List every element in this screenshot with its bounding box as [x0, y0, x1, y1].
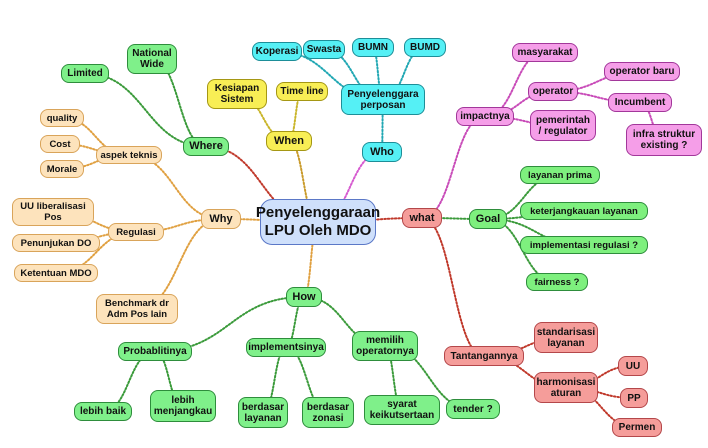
tantangan-node[interactable]: Tantangannya — [444, 346, 524, 366]
national-wide-node[interactable]: National Wide — [127, 44, 177, 74]
bumn-node[interactable]: BUMN — [352, 38, 394, 57]
memilih-operator-node[interactable]: memilih operatornya — [352, 331, 418, 361]
when-node[interactable]: When — [266, 131, 312, 151]
pp-node[interactable]: PP — [620, 388, 648, 408]
operator-node[interactable]: operator — [528, 82, 578, 101]
masyarakat-node[interactable]: masyarakat — [512, 43, 578, 62]
koperasi-node[interactable]: Koperasi — [252, 42, 302, 61]
link-limited-node — [84, 72, 207, 148]
lebih-baik-node[interactable]: lebih baik — [74, 402, 132, 421]
link-tantangan-node — [421, 217, 485, 357]
goal-node[interactable]: Goal — [469, 209, 507, 229]
aspek-teknis-node[interactable]: aspek teknis — [96, 146, 162, 164]
uu-node[interactable]: UU — [618, 356, 648, 376]
timeline-node[interactable]: Time line — [276, 82, 328, 101]
impactnya-node[interactable]: impactnya — [456, 107, 514, 126]
kesiapan-sistem-node[interactable]: Kesiapan Sistem — [207, 79, 267, 109]
standarisasi-node[interactable]: standarisasi layanan — [534, 322, 598, 353]
keterjangkauan-node[interactable]: keterjangkauan layanan — [520, 202, 648, 220]
central-topic[interactable]: Penyelenggaraan LPU Oleh MDO — [256, 199, 380, 245]
bumd-node[interactable]: BUMD — [404, 38, 446, 57]
who-node[interactable]: Who — [362, 142, 402, 162]
operator-baru-node[interactable]: operator baru — [604, 62, 680, 81]
morale-node[interactable]: Morale — [40, 160, 84, 178]
incumbent-node[interactable]: Incumbent — [608, 93, 672, 112]
where-node[interactable]: Where — [183, 137, 229, 156]
quality-node[interactable]: quality — [40, 109, 84, 127]
how-node[interactable]: How — [286, 287, 322, 307]
fairness-node[interactable]: fairness ? — [526, 273, 588, 291]
central-topic-line1: Penyelenggaraan — [255, 204, 381, 221]
benchmark-node[interactable]: Benchmark dr Adm Pos lain — [96, 294, 178, 324]
link-impactnya-node — [421, 115, 486, 219]
penyelenggara-perposan-node[interactable]: Penyelenggara perposan — [341, 84, 425, 115]
cost-node[interactable]: Cost — [40, 135, 80, 153]
berdasar-layanan-node[interactable]: berdasar layanan — [238, 397, 288, 428]
tender-node[interactable]: tender ? — [446, 399, 500, 419]
syarat-node[interactable]: syarat keikutsertaan — [364, 395, 440, 425]
limited-node[interactable]: Limited — [61, 64, 109, 83]
infra-node[interactable]: infra struktur existing ? — [626, 124, 702, 156]
permen-node[interactable]: Permen — [612, 418, 662, 437]
swasta-node[interactable]: Swasta — [303, 40, 345, 59]
lebih-menjangkau-node[interactable]: lebih menjangkau — [150, 390, 216, 422]
ketentuan-mdo-node[interactable]: Ketentuan MDO — [14, 264, 98, 282]
implementasi-node[interactable]: implementsinya — [246, 338, 326, 357]
central-topic-line2: LPU Oleh MDO — [264, 222, 372, 239]
uu-liberalisasi-node[interactable]: UU liberalisasi Pos — [12, 198, 94, 226]
harmonisasi-node[interactable]: harmonisasi aturan — [534, 372, 598, 403]
berdasar-zonasi-node[interactable]: berdasar zonasi — [302, 397, 354, 428]
why-node[interactable]: Why — [201, 209, 241, 229]
penunjukan-do-node[interactable]: Penunjukan DO — [12, 234, 100, 252]
probabilitas-node[interactable]: Probablitinya — [118, 342, 192, 361]
layanan-prima-node[interactable]: layanan prima — [520, 166, 600, 184]
what-node[interactable]: what — [402, 208, 442, 228]
pemerintah-node[interactable]: pemerintah / regulator — [530, 110, 596, 141]
implementasi-regulasi-node[interactable]: implementasi regulasi ? — [520, 236, 648, 254]
regulasi-node[interactable]: Regulasi — [108, 223, 164, 241]
